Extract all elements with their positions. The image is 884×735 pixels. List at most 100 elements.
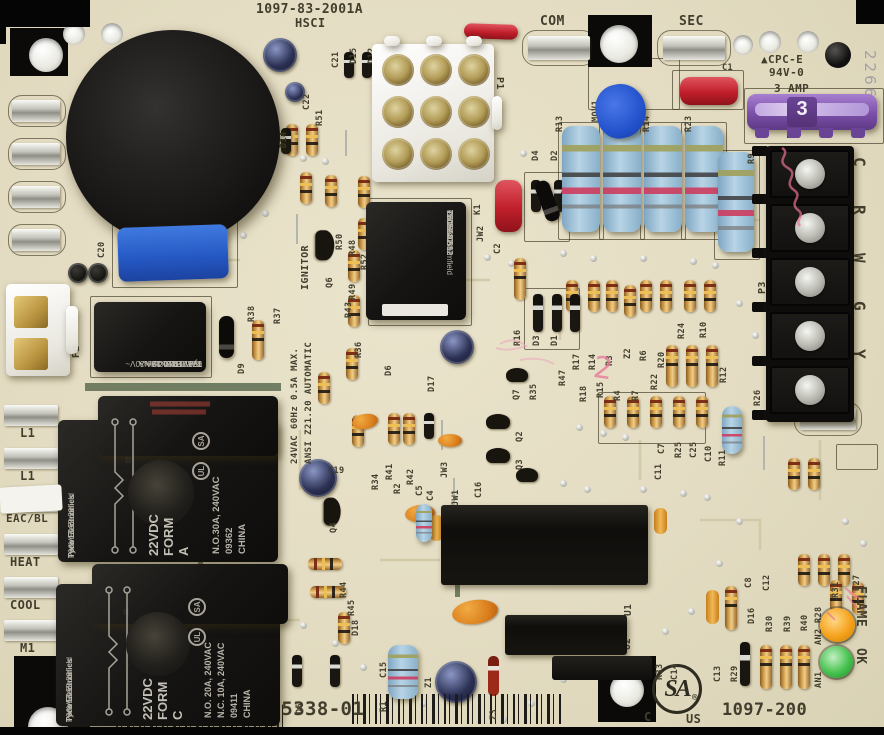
mount-block-top-left	[10, 28, 68, 76]
connector-socket	[458, 96, 490, 128]
resistor	[338, 612, 350, 644]
ceramic-capacitor	[706, 590, 719, 624]
solder-pad	[508, 260, 515, 267]
power-resistor	[603, 126, 641, 232]
solder-pad	[560, 250, 567, 257]
solder-pad	[520, 150, 527, 157]
resistor	[818, 554, 830, 586]
board-hole	[797, 31, 819, 53]
silkscreen-label: COM	[540, 14, 565, 29]
silkscreen-box	[836, 444, 878, 470]
resistor	[666, 345, 678, 387]
connector-socket	[458, 54, 490, 86]
resistor	[388, 413, 400, 445]
transistor	[506, 368, 528, 382]
jumper-wire	[763, 436, 765, 470]
power-resistor	[722, 406, 742, 454]
board-hole	[733, 35, 753, 55]
resistor	[325, 175, 337, 207]
relay-form-c: Tyco Electronics T9AV5D12-22 Potter & Br…	[56, 564, 288, 726]
spade-terminal	[4, 448, 58, 469]
silkscreen-label: L1	[20, 469, 36, 483]
resistor	[348, 295, 360, 327]
spade-terminal	[4, 405, 58, 426]
connector-p2-tab	[66, 306, 78, 354]
power-resistor	[685, 126, 723, 232]
resistor	[318, 372, 330, 404]
spade-terminal	[528, 36, 590, 60]
terminal-lug	[752, 302, 768, 312]
fuse-value: 3	[796, 98, 808, 120]
power-resistor	[416, 504, 432, 542]
resistor	[306, 124, 318, 156]
solder-pad	[332, 640, 339, 647]
resistor	[686, 345, 698, 387]
silkscreen-label: 1097-83-2001A	[256, 2, 363, 17]
solder-pad	[712, 262, 719, 269]
solder-pad	[716, 560, 723, 567]
solder-pad	[690, 258, 697, 265]
resistor	[627, 396, 639, 428]
spade-terminal	[12, 143, 60, 165]
electrolytic-capacitor	[263, 38, 297, 72]
ic-u1	[441, 505, 648, 585]
silkscreen-label: M1	[20, 641, 36, 655]
connector-p2	[6, 284, 70, 376]
terminal-screw	[795, 267, 825, 297]
photo-edge	[856, 0, 884, 24]
diode	[330, 655, 340, 687]
terminal-outline	[8, 95, 66, 127]
electrolytic-capacitor	[440, 330, 474, 364]
solder-pad	[590, 255, 597, 262]
resistor	[725, 586, 737, 630]
ok-led	[820, 646, 853, 678]
solder-pad	[600, 430, 607, 437]
resistor	[704, 280, 716, 312]
resistor	[348, 250, 360, 282]
barcode	[352, 694, 564, 724]
relay-k2: Tyco Electronics T77V1D10-12 10A 120V~ 1…	[94, 302, 206, 372]
silkscreen-label: HEAT	[10, 555, 41, 569]
spade-terminal	[663, 36, 725, 60]
silkscreen-label: ▲CPC-E	[761, 53, 804, 66]
silkscreen-label: 94V-0	[769, 66, 805, 79]
diode	[740, 642, 750, 686]
power-resistor	[718, 152, 754, 252]
diode	[344, 52, 354, 78]
spade-terminal	[4, 534, 58, 555]
spade-terminal	[12, 229, 60, 251]
silkscreen-label: 3 AMP	[774, 82, 810, 95]
standoff-dome	[825, 42, 851, 68]
silkscreen-label: COOL	[10, 598, 41, 612]
silkscreen-label: C19	[328, 466, 345, 476]
solder-pad	[680, 490, 687, 497]
mount-block-top-mid	[588, 15, 652, 67]
zener-diode	[488, 656, 499, 696]
fuse-3amp: 3	[747, 94, 877, 138]
resistor	[788, 458, 800, 490]
electrolytic-capacitor	[68, 263, 88, 283]
solder-pad	[576, 424, 583, 431]
silkscreen-label: EAC/BL	[6, 512, 49, 525]
connector-socket	[382, 96, 414, 128]
relay-form-a: Tyco Electronics T9AV1D12-22 Potter & Br…	[58, 396, 278, 562]
terminal-screw	[795, 321, 825, 351]
solder-pad	[322, 158, 329, 165]
resistor	[604, 396, 616, 428]
silkscreen-box	[90, 296, 212, 378]
spade-terminal	[4, 577, 58, 598]
trace-strip	[85, 383, 281, 391]
solder-pad	[240, 232, 247, 239]
diode	[424, 413, 434, 439]
jumper-wire	[345, 130, 347, 156]
resistor	[696, 396, 708, 428]
silkscreen-label: SEC	[679, 14, 704, 29]
resistor	[308, 558, 342, 570]
resistor	[650, 396, 662, 428]
spade-terminal	[12, 186, 60, 208]
board-hole	[101, 23, 123, 45]
board-hole	[63, 23, 85, 45]
silkscreen-label: HSCI	[295, 16, 326, 30]
solder-pad	[300, 622, 307, 629]
